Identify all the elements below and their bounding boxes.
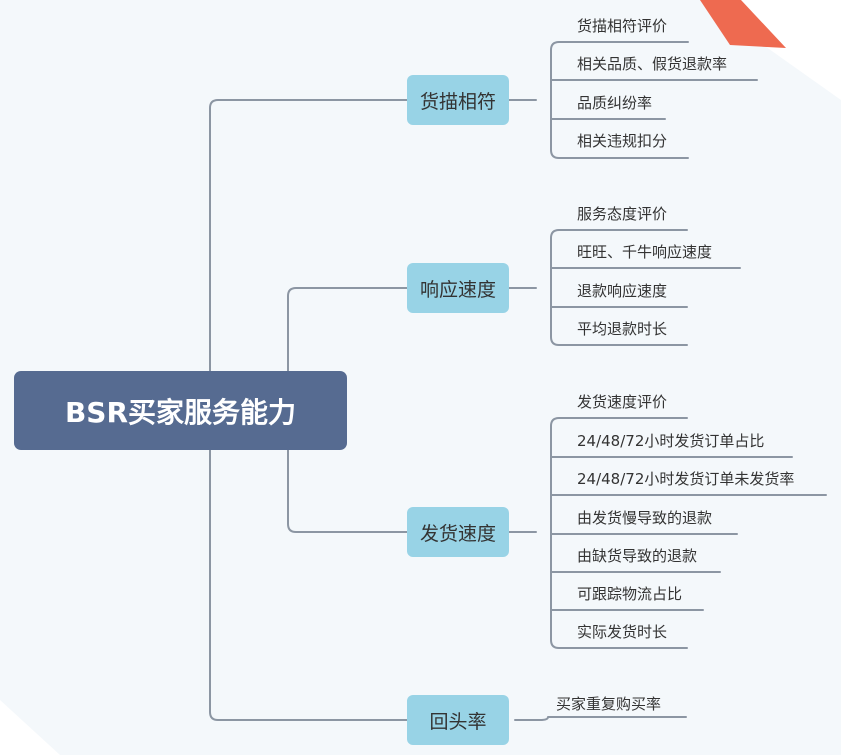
leaf-1-3: 品质纠纷率 (577, 94, 653, 112)
connector-root-branch-3 (287, 449, 408, 533)
connector-root-branch-2 (287, 287, 408, 372)
connector-branch-1-leaves (550, 41, 758, 159)
leaf-3-4: 由发货慢导致的退款 (577, 509, 713, 527)
leaf-3-7: 实际发货时长 (577, 623, 668, 641)
leaf-4-1: 买家重复购买率 (556, 695, 662, 713)
corner-accent (700, 0, 786, 48)
leaf-3-1: 发货速度评价 (577, 393, 668, 411)
connector-branch-3-leaves (550, 417, 827, 649)
leaf-3-2: 24/48/72小时发货订单占比 (577, 432, 765, 450)
root-node-title: BSR买家服务能力 (14, 371, 347, 450)
branch-node-2: 响应速度 (407, 263, 509, 313)
leaf-2-1: 服务态度评价 (577, 205, 668, 223)
branch-node-4: 回头率 (407, 695, 509, 745)
connector-root-branch-4 (209, 449, 408, 721)
leaf-1-2: 相关品质、假货退款率 (577, 55, 728, 73)
leaf-2-3: 退款响应速度 (577, 282, 668, 300)
connector-branch-4-leaf (514, 716, 687, 721)
leaf-3-5: 由缺货导致的退款 (577, 547, 698, 565)
leaf-3-6: 可跟踪物流占比 (577, 585, 683, 603)
leaf-2-2: 旺旺、千牛响应速度 (577, 243, 713, 261)
leaf-2-4: 平均退款时长 (577, 320, 668, 338)
branch-node-1: 货描相符 (407, 75, 509, 125)
leaf-1-1: 货描相符评价 (577, 17, 668, 35)
connector-root-branch-1 (209, 99, 408, 372)
leaf-1-4: 相关违规扣分 (577, 132, 668, 150)
branch-node-3: 发货速度 (407, 507, 509, 557)
leaf-3-3: 24/48/72小时发货订单未发货率 (577, 470, 795, 488)
connector-branch-2-leaves (550, 229, 741, 346)
